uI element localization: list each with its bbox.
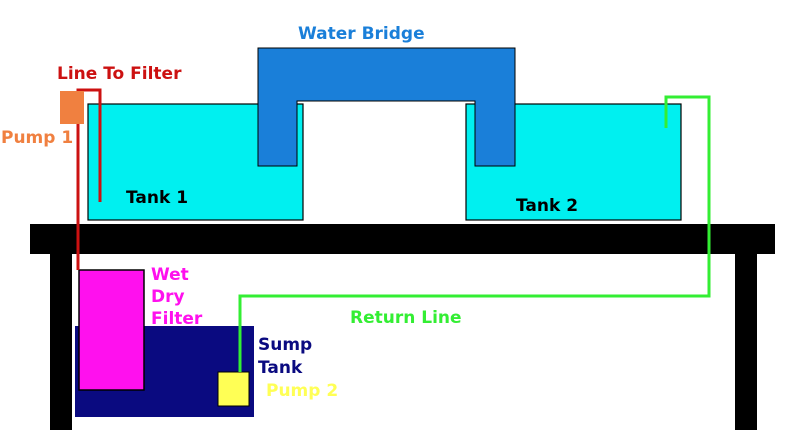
water-bridge-label: Water Bridge [298, 24, 425, 44]
sump-tank-label: Sump Tank [258, 335, 312, 378]
stand-top [30, 224, 775, 254]
pump-1 [60, 91, 84, 124]
tank-2-label: Tank 2 [516, 196, 578, 216]
stand-left-leg [50, 254, 72, 430]
return-line-label: Return Line [350, 308, 462, 328]
pump-2-label: Pump 2 [266, 381, 338, 401]
wet-dry-filter-label: Wet Dry Filter [151, 265, 203, 329]
line-to-filter [76, 88, 102, 270]
wet-dry-filter-label-line-3: Filter [151, 309, 203, 329]
water-bridge [257, 47, 516, 167]
wet-dry-filter-label-line-2: Dry [151, 287, 185, 307]
return-line [238, 95, 711, 372]
tank-1-label: Tank 1 [126, 188, 188, 208]
wet-dry-filter [78, 269, 145, 391]
sump-tank-label-line-1: Sump [258, 335, 312, 355]
stand [30, 224, 775, 430]
stand-right-leg [735, 254, 757, 430]
sump-tank-label-line-2: Tank [258, 358, 303, 378]
pump-1-label: Pump 1 [1, 128, 73, 148]
pump-2 [217, 371, 250, 407]
wet-dry-filter-label-line-1: Wet [151, 265, 189, 285]
line-to-filter-label: Line To Filter [57, 64, 182, 84]
